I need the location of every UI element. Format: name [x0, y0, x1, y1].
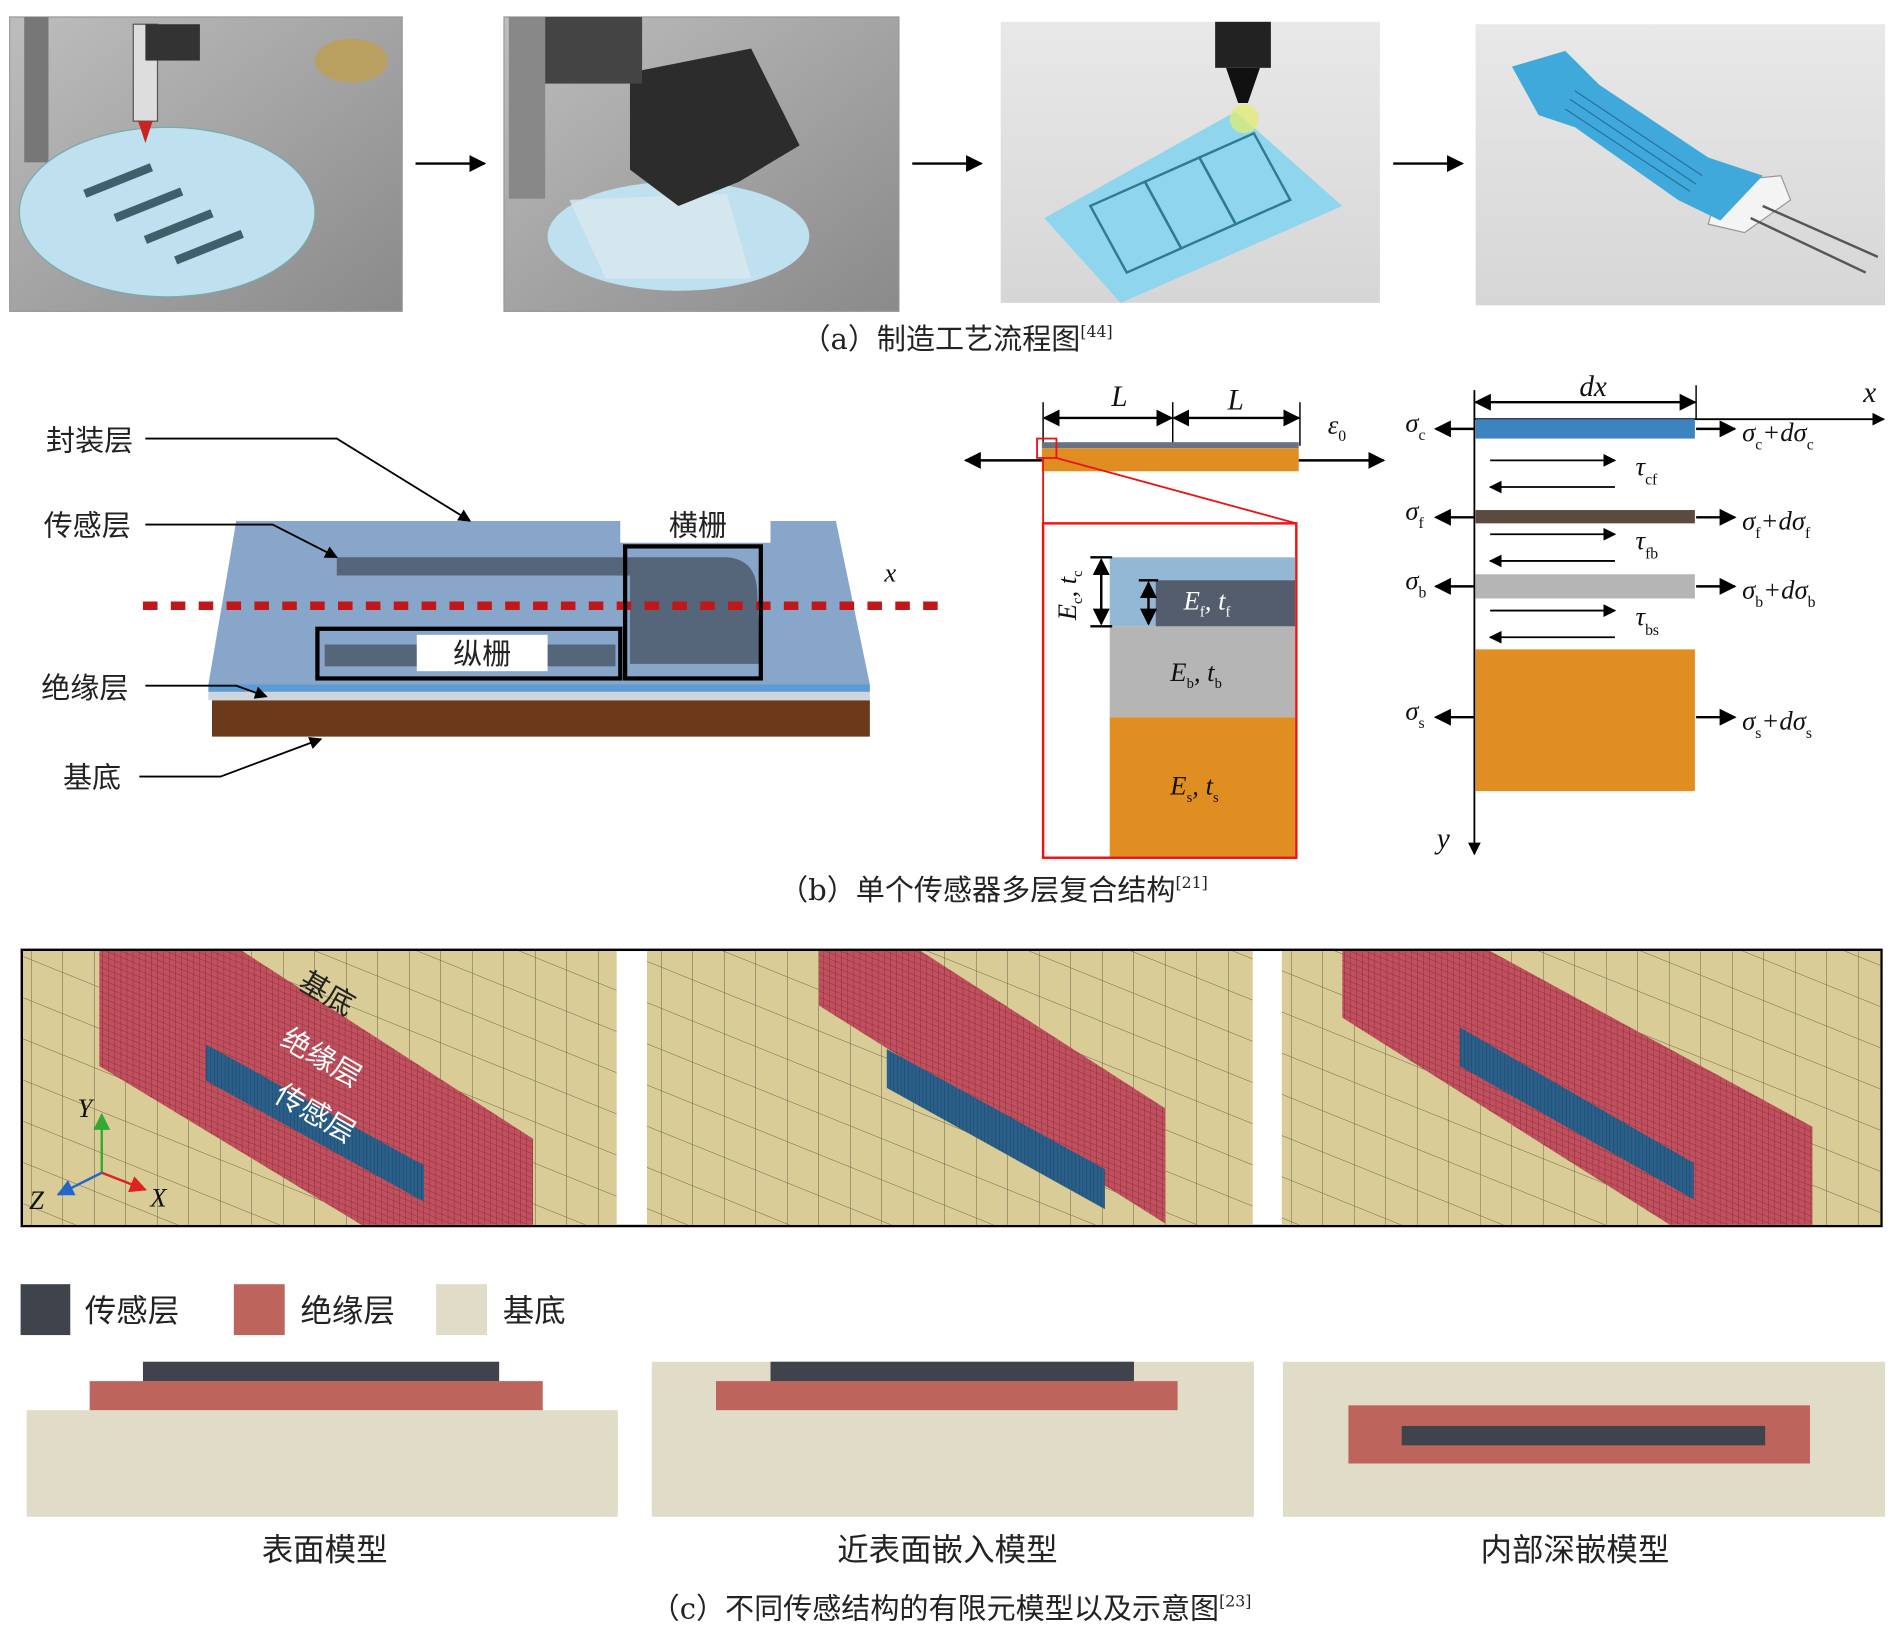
shear-label-bs: τbs — [1636, 601, 1660, 639]
label-substrate: 基底 — [63, 760, 121, 794]
z-axis-arrow — [56, 1171, 103, 1196]
legend-swatch-substrate — [436, 1284, 488, 1336]
legend-label-substrate: 基底 — [503, 1294, 566, 1330]
layer-f-label: Ef, tf — [1183, 585, 1231, 620]
label-encapsulation-layer: 封装层 — [46, 424, 133, 458]
legend-label-sensing: 传感层 — [85, 1294, 179, 1330]
mesh-deep-embedded-model — [1281, 951, 1881, 1225]
longitudinal-grid-label: 纵栅 — [453, 637, 511, 671]
longitudinal-grid-box — [315, 626, 623, 681]
schematic-surface — [26, 1361, 618, 1517]
step-dispensing-photo — [9, 16, 403, 312]
x-axis-label: x — [883, 558, 896, 588]
layer-b-label: Eb, tb — [1169, 657, 1222, 692]
panel-b-free-body: dx x y σc σc+dσc σf σf+dσf σb σb+dσb σs σs+dσs τ… — [1405, 371, 1886, 856]
length-label-1: L — [1110, 381, 1127, 413]
length-label-2: L — [1227, 384, 1244, 416]
schematic-near-surface — [651, 1361, 1254, 1517]
stress-label-s: σs — [1405, 696, 1424, 732]
panel-a: （a）制造工艺流程图[44] — [9, 16, 1886, 356]
axis-z-label: Z — [29, 1185, 45, 1215]
transverse-grid-box — [623, 544, 763, 681]
stress-label-c: σc — [1405, 407, 1425, 443]
legend: 传感层 绝缘层 基底 — [20, 1284, 566, 1336]
label-sensing-layer: 传感层 — [44, 508, 131, 542]
x-label: x — [1862, 377, 1876, 409]
mesh-surface-model: 基底 绝缘层 传感层 Y X Z — [23, 951, 617, 1225]
dx-label: dx — [1579, 371, 1607, 403]
stress-label-f: σf — [1405, 496, 1424, 532]
layer-s-label: Es, ts — [1169, 771, 1219, 806]
axis-x-label: X — [149, 1183, 168, 1213]
step-laminating-photo — [503, 16, 900, 312]
panel-b-3d-structure: x 纵栅 横栅 封装层 传感层 绝缘层 基底 — [41, 424, 943, 794]
step-finished-sensor-render — [1475, 24, 1886, 306]
model-label-surface: 表面模型 — [262, 1532, 388, 1568]
strain-label: ε0 — [1328, 410, 1347, 445]
step-nozzle-printing-render — [1000, 21, 1380, 303]
model-label-near-surface: 近表面嵌入模型 — [837, 1532, 1057, 1568]
shear-label-fb: τfb — [1636, 525, 1659, 563]
legend-swatch-insulation — [233, 1284, 285, 1336]
legend-label-insulation: 绝缘层 — [300, 1294, 394, 1330]
panel-a-caption: （a）制造工艺流程图[44] — [801, 322, 1112, 356]
mesh-near-surface-model — [646, 951, 1253, 1225]
transverse-grid-label: 横栅 — [669, 508, 727, 542]
stress-increment-label-f: σf+dσf — [1742, 505, 1811, 541]
x-axis-arrow — [101, 1171, 147, 1193]
schematic-deep-embedded — [1282, 1361, 1886, 1517]
label-insulation-layer: 绝缘层 — [41, 671, 128, 705]
panel-b-layer-model: L L ε0 Ec, tc Ef, tf Eb, tb Es, ts — [963, 381, 1386, 859]
axis-y-label: Y — [78, 1093, 96, 1123]
panel-b-caption: （b）单个传感器多层复合结构[21] — [779, 873, 1208, 907]
y-label: y — [1434, 823, 1450, 855]
stress-increment-label-b: σb+dσb — [1742, 574, 1815, 610]
model-label-deep-embedded: 内部深嵌模型 — [1480, 1532, 1669, 1568]
panel-c-caption: （c）不同传感结构的有限元模型以及示意图[23] — [651, 1591, 1252, 1624]
legend-swatch-sensing — [20, 1284, 71, 1336]
stress-increment-label-s: σs+dσs — [1742, 705, 1812, 741]
shear-label-cf: τcf — [1636, 451, 1659, 489]
stress-increment-label-c: σc+dσc — [1742, 417, 1814, 453]
panel-c-fe-meshes: 基底 绝缘层 传感层 Y X Z — [20, 948, 1883, 1228]
stress-label-b: σb — [1405, 565, 1426, 601]
layer-c-label: Ec, tc — [1052, 570, 1086, 621]
